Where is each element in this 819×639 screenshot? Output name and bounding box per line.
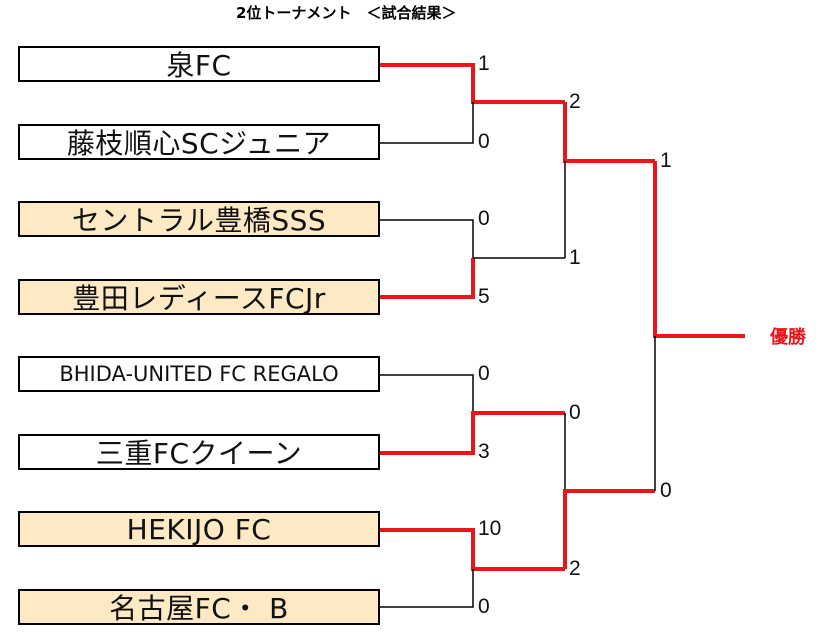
r1m4-loser-line: [380, 569, 474, 608]
team-name: HEKIJO FC: [126, 512, 272, 546]
r1m3-loser-line: [380, 374, 474, 413]
score-r1-1: 1: [478, 52, 490, 75]
team-box-8: 名古屋FC・ B: [18, 589, 380, 625]
r1m4-winner-line: [380, 528, 565, 571]
score-r1-5: 0: [478, 362, 490, 385]
score-r2-2: 1: [569, 246, 581, 269]
team-name: 藤枝順心SCジュニア: [66, 127, 332, 160]
team-box-1: 泉FC: [18, 46, 380, 82]
score-final-2: 0: [660, 479, 672, 502]
team-box-6: 三重FCクイーン: [18, 434, 380, 470]
r1m2-loser-line: [380, 219, 474, 258]
final-winner-line: [653, 161, 745, 338]
score-r1-6: 3: [478, 440, 490, 463]
score-r1-3: 0: [478, 207, 490, 230]
team-box-5: BHIDA-UNITED FC REGALO: [18, 356, 380, 392]
champion-label: 優勝: [770, 327, 806, 348]
score-r2-3: 0: [569, 401, 581, 424]
team-name: BHIDA-UNITED FC REGALO: [59, 362, 339, 386]
score-final-1: 1: [660, 149, 672, 172]
sf2-winner-line: [563, 489, 655, 569]
team-name: 泉FC: [166, 49, 232, 82]
score-r2-1: 2: [569, 90, 581, 113]
r1m1-winner-line: [380, 63, 565, 104]
score-r1-4: 5: [478, 285, 490, 308]
team-box-3: セントラル豊橋SSS: [18, 201, 380, 237]
r1m1-loser-line: [380, 102, 474, 144]
score-r2-4: 2: [569, 557, 581, 580]
page-title: 2位トーナメント ＜試合結果＞: [236, 4, 457, 22]
team-name: 豊田レディースFCJr: [72, 282, 326, 315]
score-r1-8: 0: [478, 595, 490, 618]
score-r1-7: 10: [478, 517, 502, 540]
team-name: セントラル豊橋SSS: [71, 204, 327, 237]
r1m2-winner-line: [380, 258, 475, 299]
r1m3-winner-line: [380, 411, 565, 455]
team-box-7: HEKIJO FC: [18, 511, 380, 547]
score-r1-2: 0: [478, 130, 490, 153]
team-box-4: 豊田レディースFCJr: [18, 279, 380, 315]
team-name: 名古屋FC・ B: [109, 592, 289, 625]
team-box-2: 藤枝順心SCジュニア: [18, 124, 380, 160]
team-name: 三重FCクイーン: [95, 437, 303, 470]
